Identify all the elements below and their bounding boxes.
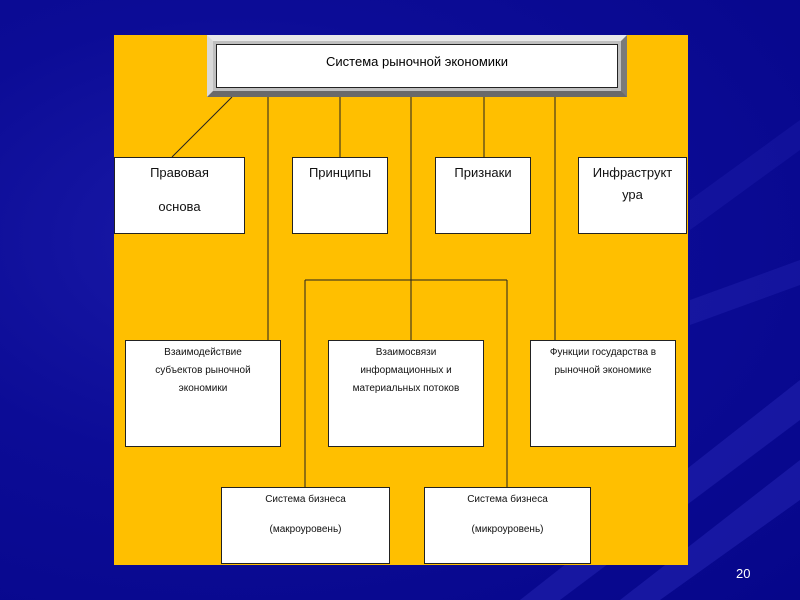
interaction-box: Взаимодействие субъектов рыночной эконом… — [125, 340, 281, 447]
state-functions-line2: рыночной экономике — [554, 365, 652, 376]
interaction-line1: Взаимодействие — [164, 347, 242, 358]
state-functions-box: Функции государства в рыночной экономике — [530, 340, 676, 447]
relations-line1: Взаимосвязи — [375, 347, 437, 358]
macro-business-box: Система бизнеса (макроуровень) — [221, 487, 390, 564]
state-functions-line1: Функции государства в — [549, 347, 657, 358]
slide-page-number: 20 — [736, 566, 751, 581]
relations-box: Взаимосвязи информационных и материальны… — [328, 340, 484, 447]
features-label: Признаки — [454, 165, 512, 180]
relations-line3: материальных потоков — [352, 383, 460, 394]
infrastructure-line1: Инфраструкт — [592, 165, 673, 180]
micro-business-line2: (микроуровень) — [471, 524, 544, 535]
system-title-box: Система рыночной экономики — [207, 35, 627, 97]
infrastructure-line2: ура — [622, 187, 643, 202]
infrastructure-box: Инфраструкт ура — [578, 157, 687, 234]
features-box: Признаки — [435, 157, 531, 234]
relations-line2: информационных и — [360, 365, 452, 376]
interaction-line2: субъектов рыночной — [155, 365, 251, 376]
micro-business-box: Система бизнеса (микроуровень) — [424, 487, 591, 564]
legal-basis-line1: Правовая — [150, 165, 209, 180]
macro-business-line2: (макроуровень) — [269, 524, 342, 535]
principles-box: Принципы — [292, 157, 388, 234]
macro-business-line1: Система бизнеса — [265, 494, 346, 505]
principles-label: Принципы — [308, 165, 372, 180]
diagram-panel — [114, 35, 688, 565]
legal-basis-line2: основа — [158, 199, 201, 214]
system-title: Система рыночной экономики — [216, 44, 618, 88]
legal-basis-box: Правовая основа — [114, 157, 245, 234]
interaction-line3: экономики — [178, 383, 228, 394]
micro-business-line1: Система бизнеса — [467, 494, 548, 505]
